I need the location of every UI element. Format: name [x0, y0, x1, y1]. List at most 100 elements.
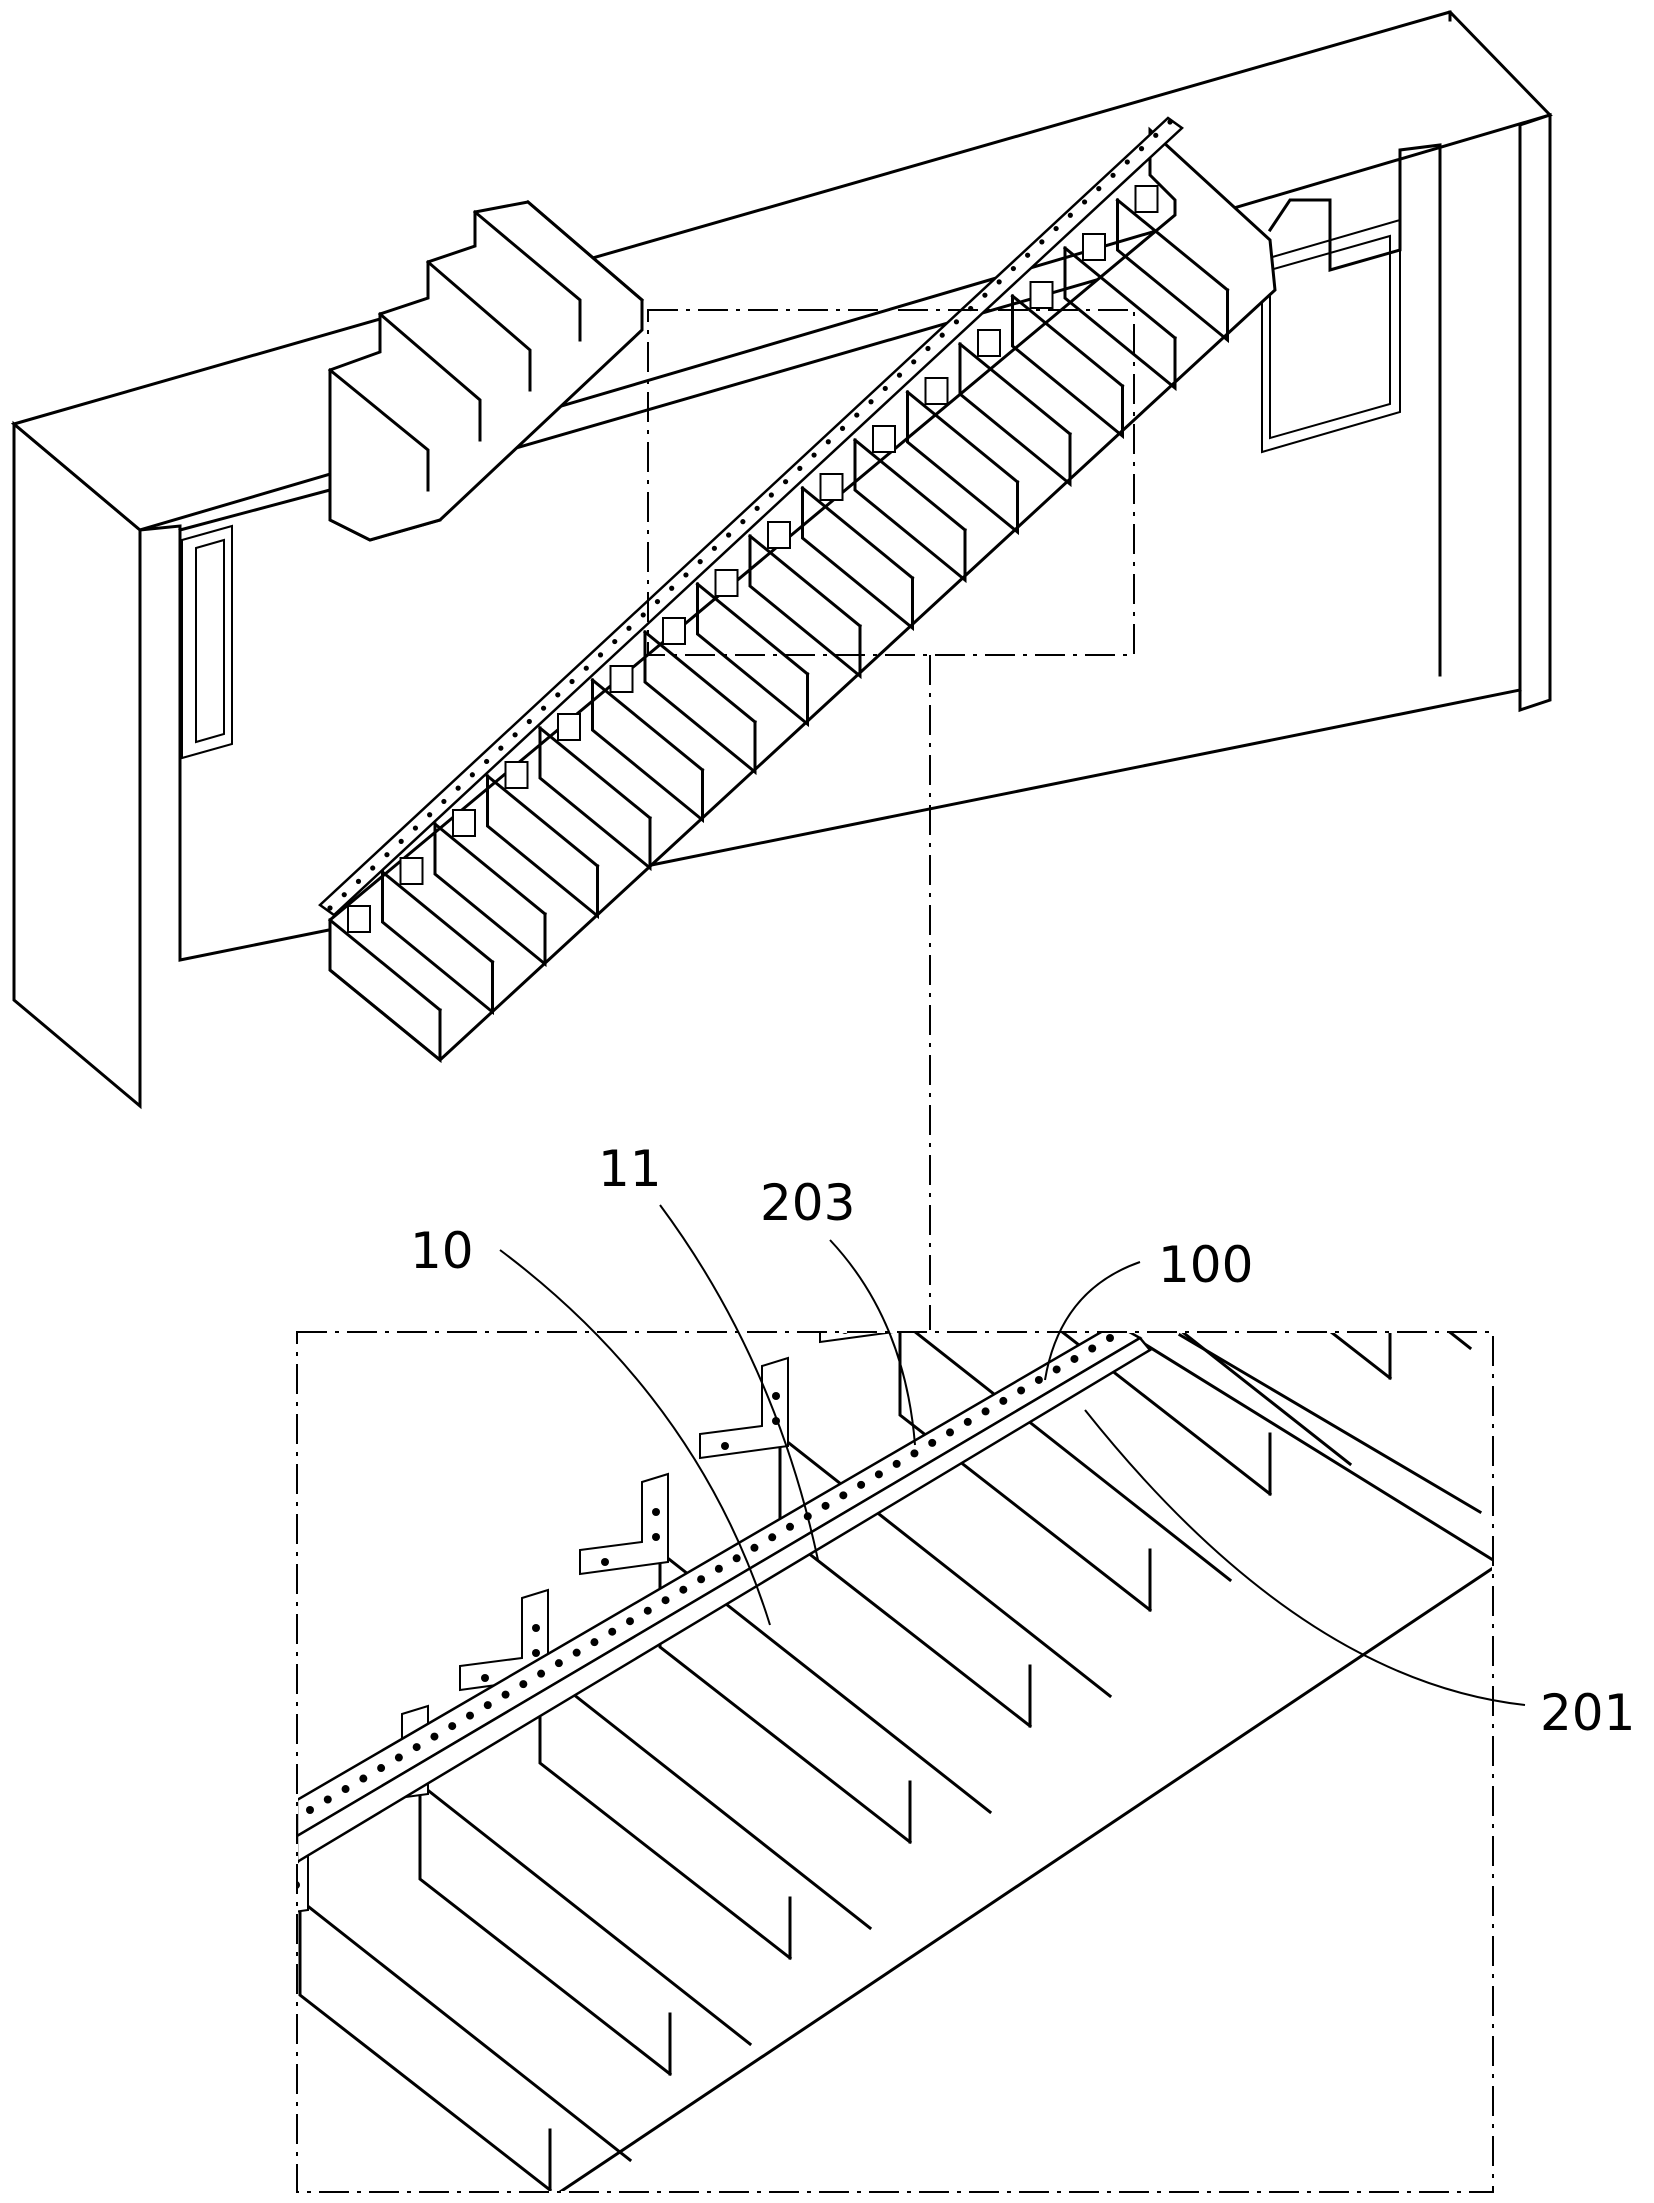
overview-bracket — [872, 425, 896, 453]
detail-rail-hole — [643, 1606, 652, 1615]
detail-step-riser — [1260, 972, 1510, 1262]
overview-rail-hole — [1067, 212, 1073, 218]
overview-step-edge — [695, 581, 810, 677]
overview-step-edge — [327, 917, 443, 1013]
leader-100 — [1044, 1261, 1141, 1381]
overview-step-edge — [432, 821, 548, 917]
overview-bracket — [662, 617, 686, 645]
detail-bracket — [459, 1588, 549, 1692]
detail-rail-hole — [732, 1554, 741, 1563]
overview-rail-hole — [355, 878, 362, 884]
overview-rail-hole — [1039, 239, 1045, 245]
overview-rail-hole — [683, 572, 689, 578]
overview-rail-hole — [427, 812, 433, 818]
overview-step-edge — [1062, 245, 1178, 341]
overview-rail-hole — [726, 532, 732, 538]
detail-rail-hole — [946, 1428, 954, 1437]
detail-rail-hole — [341, 1785, 350, 1794]
overview-rail-hole — [498, 745, 504, 751]
detail-bracket — [699, 1356, 789, 1460]
detail-bracket-bolt — [842, 1333, 848, 1334]
overview-step — [1116, 198, 1229, 344]
detail-bracket-bolt — [1201, 978, 1209, 986]
overview-bracket — [609, 665, 634, 693]
overview-rail-hole — [925, 345, 931, 352]
overview-rail-hole — [341, 892, 347, 898]
detail-bracket-bolt — [721, 1442, 729, 1450]
overview-step — [801, 486, 914, 632]
overview-rail-hole — [412, 825, 419, 831]
overview-rail-hole — [782, 479, 789, 485]
overview-step — [1063, 246, 1177, 392]
overview-bracket — [1029, 281, 1054, 309]
detail-rail-hole — [572, 1648, 581, 1657]
overview-rail-hole — [1138, 146, 1145, 152]
overview-step — [328, 918, 442, 1064]
overview-rail-hole — [911, 359, 917, 365]
overview-rail-hole — [854, 412, 860, 418]
detail-step-riser — [1061, 1333, 1273, 1497]
overview-rail-hole — [882, 385, 888, 392]
detail-rail-hole — [857, 1480, 866, 1489]
overview-step-edge — [537, 725, 653, 821]
overview-bracket — [1134, 185, 1159, 213]
overview-rail-hole — [896, 372, 903, 378]
overview-rail-hole — [839, 425, 846, 432]
overview-step-edge — [747, 533, 863, 629]
overview-rail-hole — [370, 865, 376, 871]
detail-top-edge — [1127, 1333, 1492, 1562]
label-203: 203 — [760, 1174, 855, 1232]
overview-bracket — [557, 713, 581, 741]
overview-bracket — [977, 329, 1001, 357]
detail-rail-hole — [1070, 1354, 1079, 1363]
overview-rail-hole — [484, 758, 490, 765]
overview-rail-hole — [583, 665, 589, 671]
detail-rail-hole — [892, 1459, 901, 1468]
detail-rail-hole — [448, 1722, 457, 1731]
overview-bracket — [714, 569, 739, 597]
overview-rail-hole — [1110, 172, 1116, 178]
overview-step — [486, 774, 599, 920]
overview-rail-hole — [612, 638, 618, 645]
overview-rail-hole — [797, 465, 803, 471]
overview-rail-hole — [384, 852, 390, 858]
detail-rail-hole — [679, 1585, 688, 1594]
detail-bracket — [298, 1820, 309, 1913]
detail-rail-hole — [697, 1575, 706, 1584]
overview-step-edge — [852, 437, 968, 533]
detail-step-riser — [658, 1550, 913, 1845]
detail-rail-hole — [661, 1596, 670, 1605]
overview-rail-hole — [1153, 132, 1159, 138]
overview-rail-hole — [825, 439, 831, 445]
detail-rail-hole — [821, 1501, 830, 1510]
overview-step — [381, 870, 494, 1016]
detail-rail-hole — [412, 1743, 421, 1752]
detail-bracket-bolt — [532, 1624, 540, 1632]
detail-bracket-bolt — [652, 1508, 660, 1516]
callout-labels: 10 11 203 100 201 — [410, 1140, 1635, 1742]
detail-step-edge — [1181, 1333, 1353, 1467]
overview-rail-hole — [1124, 159, 1130, 165]
overview-rail-hole — [768, 492, 774, 498]
detail-view — [296, 972, 1510, 2193]
detail-rail-hole — [910, 1449, 919, 1458]
overview-rail-hole — [441, 798, 447, 805]
label-201: 201 — [1540, 1684, 1635, 1742]
detail-frame — [296, 1331, 1494, 2193]
detail-rail-hole — [1052, 1365, 1061, 1374]
detail-step-edge — [537, 1665, 873, 1931]
detail-rail-hole — [323, 1795, 332, 1804]
overview-bracket — [452, 809, 476, 837]
overview-step-edge — [800, 485, 915, 581]
overview-step — [906, 390, 1019, 536]
detail-rail-hole — [626, 1617, 634, 1626]
overview-step-edge — [1115, 197, 1230, 293]
overview-rail-hole — [569, 678, 575, 685]
overview-bracket — [347, 905, 371, 933]
overview-rail-hole — [1081, 199, 1088, 205]
overview-rail-hole — [1167, 119, 1173, 125]
detail-bracket — [1060, 1010, 1148, 1110]
leader-203 — [829, 1239, 916, 1446]
overview-step-edge — [590, 677, 705, 773]
detail-rail-hole — [928, 1438, 937, 1447]
